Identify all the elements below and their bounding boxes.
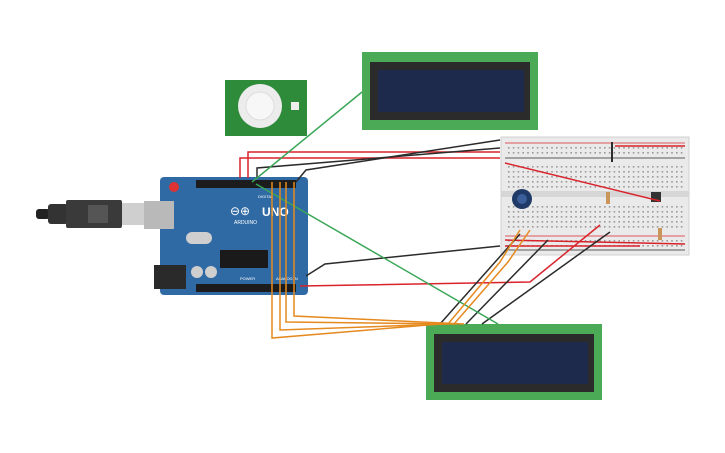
- brand-label: ARDUINO: [234, 220, 257, 226]
- crystal: [186, 232, 212, 244]
- model-label: UNO: [262, 205, 289, 219]
- microcontroller-chip: [220, 250, 268, 268]
- lcd-top[interactable]: [362, 52, 538, 130]
- analog-label: ANALOG IN: [276, 276, 298, 281]
- digital-label: DIGITAL: [258, 194, 274, 199]
- digital-header: [196, 180, 296, 188]
- capacitor: [191, 266, 203, 278]
- arduino-logo: ⊖⊕: [230, 204, 250, 218]
- resistor: [658, 228, 662, 240]
- lcd-bottom[interactable]: [426, 324, 602, 400]
- lcd-top-screen: [378, 70, 524, 112]
- usb-cable: [36, 200, 146, 228]
- capacitor: [205, 266, 217, 278]
- wires: [239, 91, 686, 339]
- power-jack: [154, 265, 186, 289]
- reset-button: [169, 182, 179, 192]
- power-label: POWER: [240, 276, 255, 281]
- resistor: [606, 192, 610, 204]
- arduino-board[interactable]: ⊖⊕ UNO ARDUINO DIGITAL POWER ANALOG IN: [144, 177, 308, 295]
- pushbutton: [651, 192, 661, 202]
- usb-port: [144, 201, 174, 229]
- analog-header: [196, 284, 296, 292]
- pir-sensor[interactable]: [225, 80, 307, 136]
- breadboard[interactable]: [500, 136, 690, 256]
- lcd-bottom-screen: [442, 342, 588, 384]
